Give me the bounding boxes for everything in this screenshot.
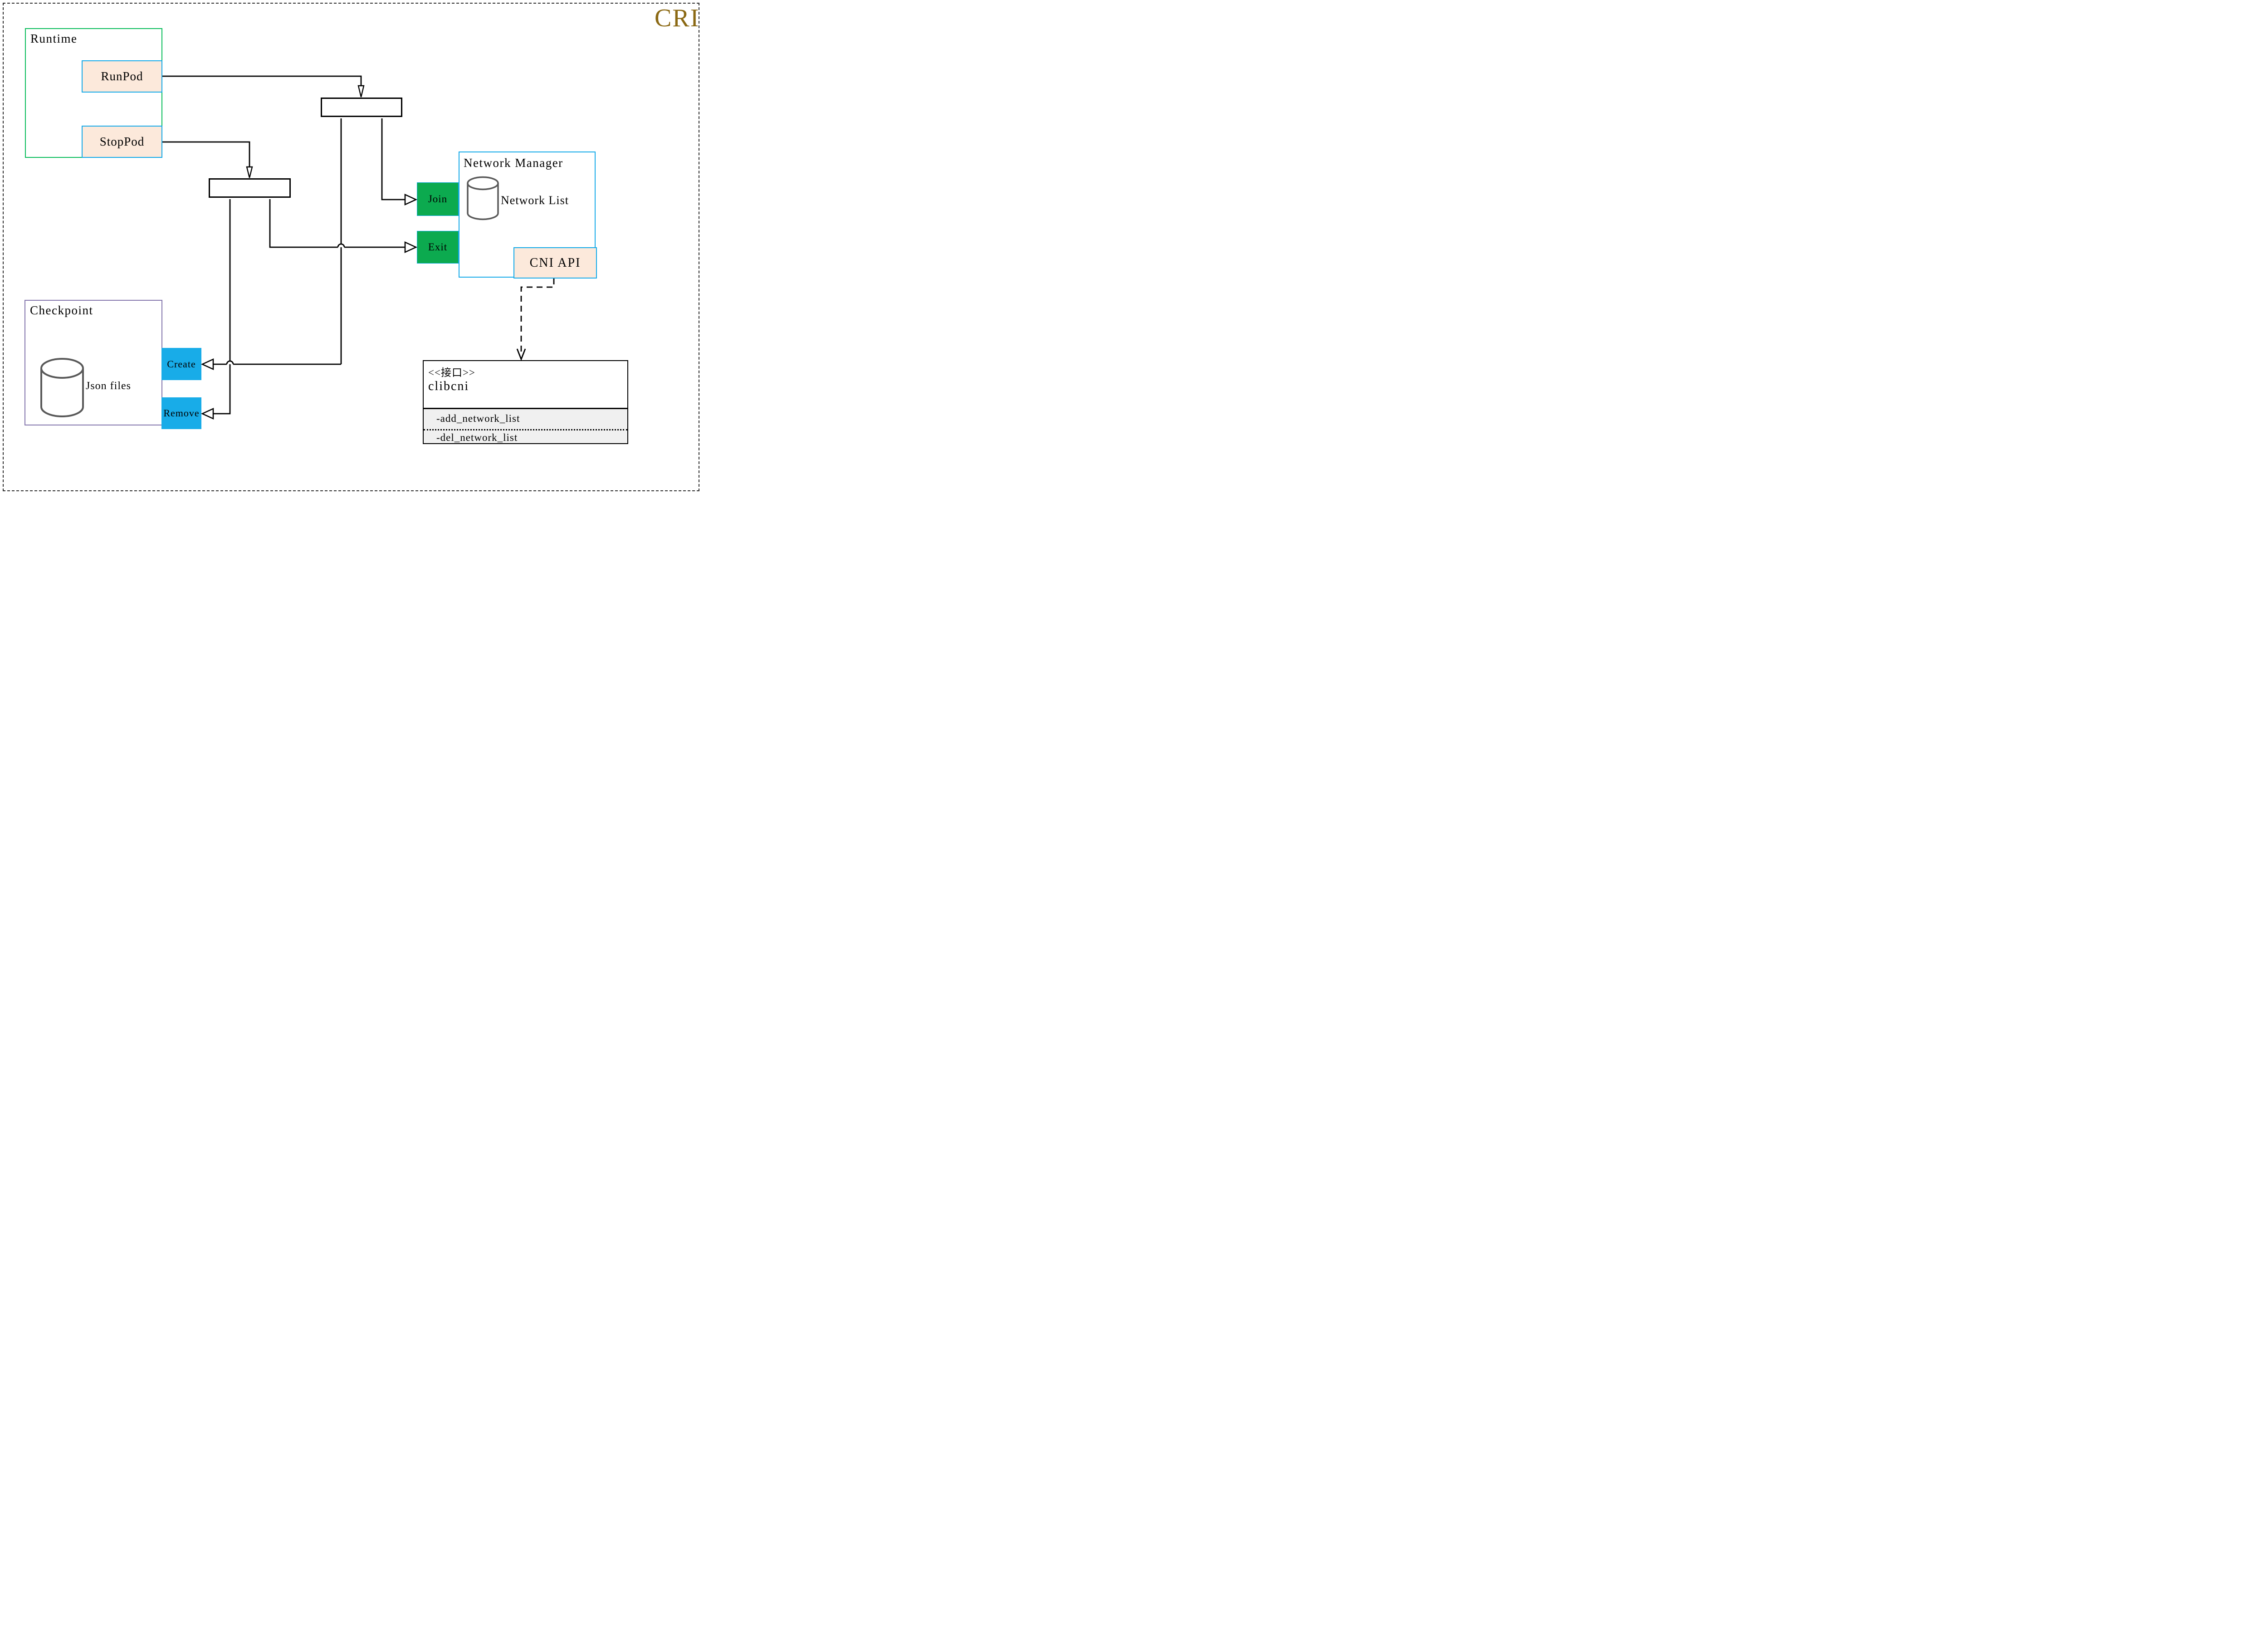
clibcni-name: clibcni <box>428 379 469 393</box>
clibcni-member-add-network-list: -add_network_list <box>436 413 520 424</box>
create-node: Create <box>161 348 201 380</box>
stoppod-node: StopPod <box>82 126 162 158</box>
remove-node: Remove <box>161 397 201 429</box>
relay2-to-remove-connector <box>213 199 231 415</box>
relay-rectangle-middle <box>209 178 291 198</box>
create-arrowhead <box>200 358 214 371</box>
join-arrowhead <box>404 193 418 206</box>
network-list-label: Network List <box>501 194 569 207</box>
relay2-to-exit-connector <box>269 199 338 248</box>
json-files-label: Json files <box>86 380 131 392</box>
runpod-node: RunPod <box>82 60 162 93</box>
runpod-to-relay1-connector <box>162 75 362 87</box>
remove-arrowhead <box>200 407 214 420</box>
checkpoint-group-box <box>24 300 162 425</box>
clibcni-interface-box: <<接口>> clibcni -add_network_list -del_ne… <box>423 360 628 444</box>
line-hop-create-over-vertical <box>226 360 234 365</box>
stoppod-to-relay2-connector <box>162 141 250 168</box>
relay-rectangle-top <box>321 98 402 117</box>
cni-api-node: CNI API <box>513 247 597 279</box>
clibcni-member-divider <box>424 429 627 430</box>
clibcni-member-del-network-list: -del_network_list <box>436 432 518 443</box>
network-manager-label: Network Manager <box>464 156 563 170</box>
relay1-arrowhead <box>357 85 365 98</box>
clibcni-stereotype: <<接口>> <box>428 367 475 378</box>
clibcni-members-section: -add_network_list -del_network_list <box>424 408 627 443</box>
exit-arrowhead <box>404 241 418 254</box>
dependency-arrowhead <box>516 348 526 361</box>
relay2-arrowhead <box>246 166 253 178</box>
exit-node: Exit <box>417 231 459 264</box>
diagram-canvas: CRI Runtime RunPod StopPod Network Manag… <box>0 0 702 494</box>
line-hop-exit-over-vertical <box>337 243 345 248</box>
relay1-to-join-connector <box>381 118 405 200</box>
runtime-label: Runtime <box>30 32 78 45</box>
diagram-title: CRI <box>655 4 700 32</box>
cni-to-clibcni-dashed-connector <box>520 279 555 353</box>
join-node: Join <box>417 182 459 216</box>
checkpoint-label: Checkpoint <box>30 303 93 317</box>
